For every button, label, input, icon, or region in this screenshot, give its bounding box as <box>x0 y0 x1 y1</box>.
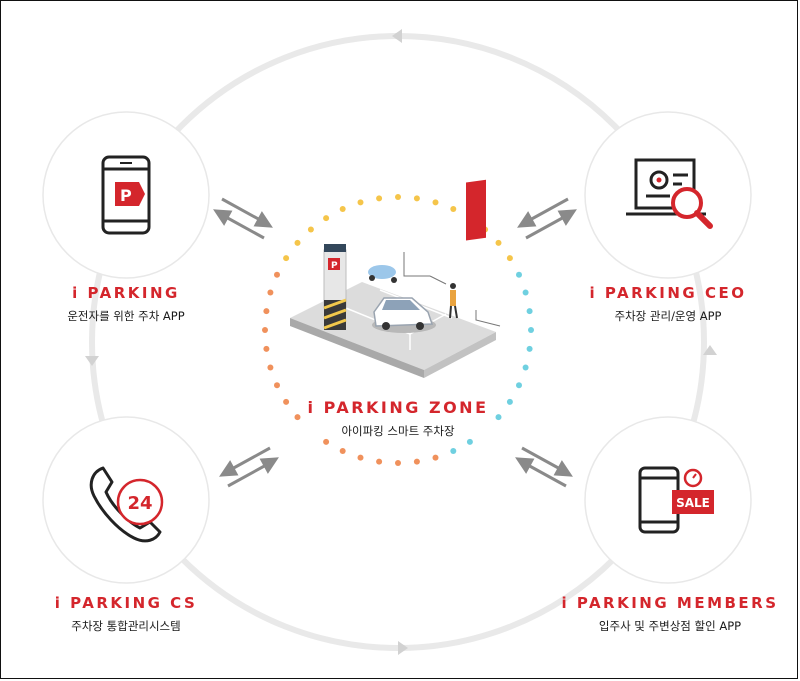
node-title-ceo: i PARKING CEO <box>589 284 747 302</box>
zone-dot <box>294 414 301 421</box>
zone-dot <box>267 364 274 371</box>
zone-dot <box>323 438 330 445</box>
node-subtitle-ceo: 주차장 관리/운영 APP <box>614 309 722 323</box>
zone-dot <box>432 199 439 206</box>
zone-dot <box>466 438 473 445</box>
zone-dot <box>526 308 533 315</box>
zone-dot <box>376 195 383 202</box>
monitor-search-icon <box>626 158 713 229</box>
zone-dot <box>357 199 364 206</box>
zone-dot <box>357 454 364 461</box>
svg-text:P: P <box>331 261 338 271</box>
zone-dot <box>263 345 270 352</box>
zone-dot <box>495 414 502 421</box>
exchange-arrow-top-right-icon <box>517 197 577 240</box>
ring-arrow-bottom-icon <box>398 641 408 655</box>
zone-dot <box>495 239 502 246</box>
zone-dot <box>274 382 280 389</box>
zone-dot <box>395 460 401 466</box>
zone-dot <box>526 345 533 352</box>
zone-dot <box>432 454 439 461</box>
zone-dot <box>450 448 457 454</box>
zone-dot <box>294 239 301 246</box>
zone-dot <box>323 215 330 222</box>
exchange-arrow-bottom-left-icon <box>219 446 279 488</box>
node-title-parking: i PARKING <box>72 284 180 302</box>
zone-dot <box>522 364 529 371</box>
ring-arrow-right-icon <box>703 345 717 355</box>
zone-dot <box>376 458 383 465</box>
zone-dot <box>339 448 346 454</box>
node-title-cs: i PARKING CS <box>54 594 198 612</box>
smartphone-app-icon: P <box>101 155 151 235</box>
node-subtitle-cs: 주차장 통합관리시스템 <box>71 619 181 633</box>
zone-dot <box>516 382 522 389</box>
node-title-members: i PARKING MEMBERS <box>561 594 779 612</box>
center-subtitle: 아이파킹 스마트 주차장 <box>341 424 455 438</box>
zone-dot <box>274 271 280 278</box>
ring-arrow-top-icon <box>392 29 402 43</box>
phone-sale-icon: SALE <box>638 466 714 534</box>
node-subtitle-parking: 운전자를 위한 주차 APP <box>67 309 185 323</box>
sale-label: SALE <box>676 496 710 510</box>
zone-dot <box>516 271 522 278</box>
node-subtitle-members: 입주사 및 주변상점 할인 APP <box>598 619 742 633</box>
phone-24-icon: 24 <box>89 466 164 543</box>
smart-parking-illustration: P <box>290 179 501 378</box>
cs-24-label: 24 <box>127 493 152 514</box>
zone-dot <box>307 226 314 233</box>
zone-dot <box>283 398 290 405</box>
ring-arrow-left-icon <box>85 356 99 366</box>
exchange-arrow-bottom-right-icon <box>515 446 573 488</box>
zone-dot <box>267 289 274 296</box>
svg-text:P: P <box>120 186 132 205</box>
zone-dot <box>283 255 290 262</box>
zone-dot <box>522 289 529 296</box>
zone-dot <box>528 327 534 333</box>
zone-dot <box>262 327 268 333</box>
zone-dot <box>339 206 346 212</box>
zone-dot <box>450 206 457 212</box>
zone-dot <box>506 255 513 262</box>
exchange-arrow-top-left-icon <box>213 197 273 240</box>
zone-dot <box>413 195 420 202</box>
zone-dot <box>506 398 513 405</box>
zone-dot <box>395 194 401 200</box>
zone-dot <box>413 458 420 465</box>
zone-dot <box>263 308 270 315</box>
center-title: i PARKING ZONE <box>307 398 489 417</box>
